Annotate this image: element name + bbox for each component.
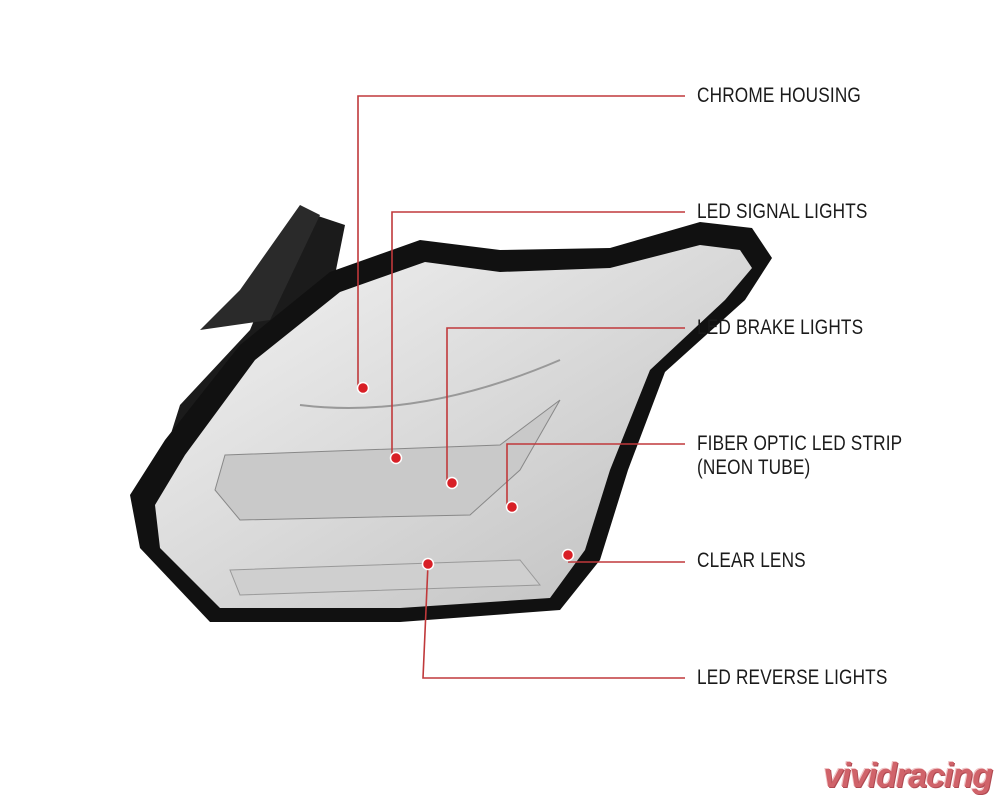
- label-chrome-housing: CHROME HOUSING: [697, 84, 861, 107]
- label-neon-tube: (NEON TUBE): [697, 456, 811, 479]
- label-led-signal-lights: LED SIGNAL LIGHTS: [697, 200, 868, 223]
- callout-lines: [357, 95, 685, 679]
- label-clear-lens: CLEAR LENS: [697, 549, 806, 572]
- label-fiber-optic-strip: FIBER OPTIC LED STRIP: [697, 432, 903, 455]
- led-array: [214, 399, 561, 596]
- vividracing-logo: vividracing: [823, 757, 993, 795]
- label-led-reverse-lights: LED REVERSE LIGHTS: [697, 666, 888, 689]
- label-led-brake-lights: LED BRAKE LIGHTS: [697, 316, 864, 339]
- callout-dots: [356, 381, 575, 571]
